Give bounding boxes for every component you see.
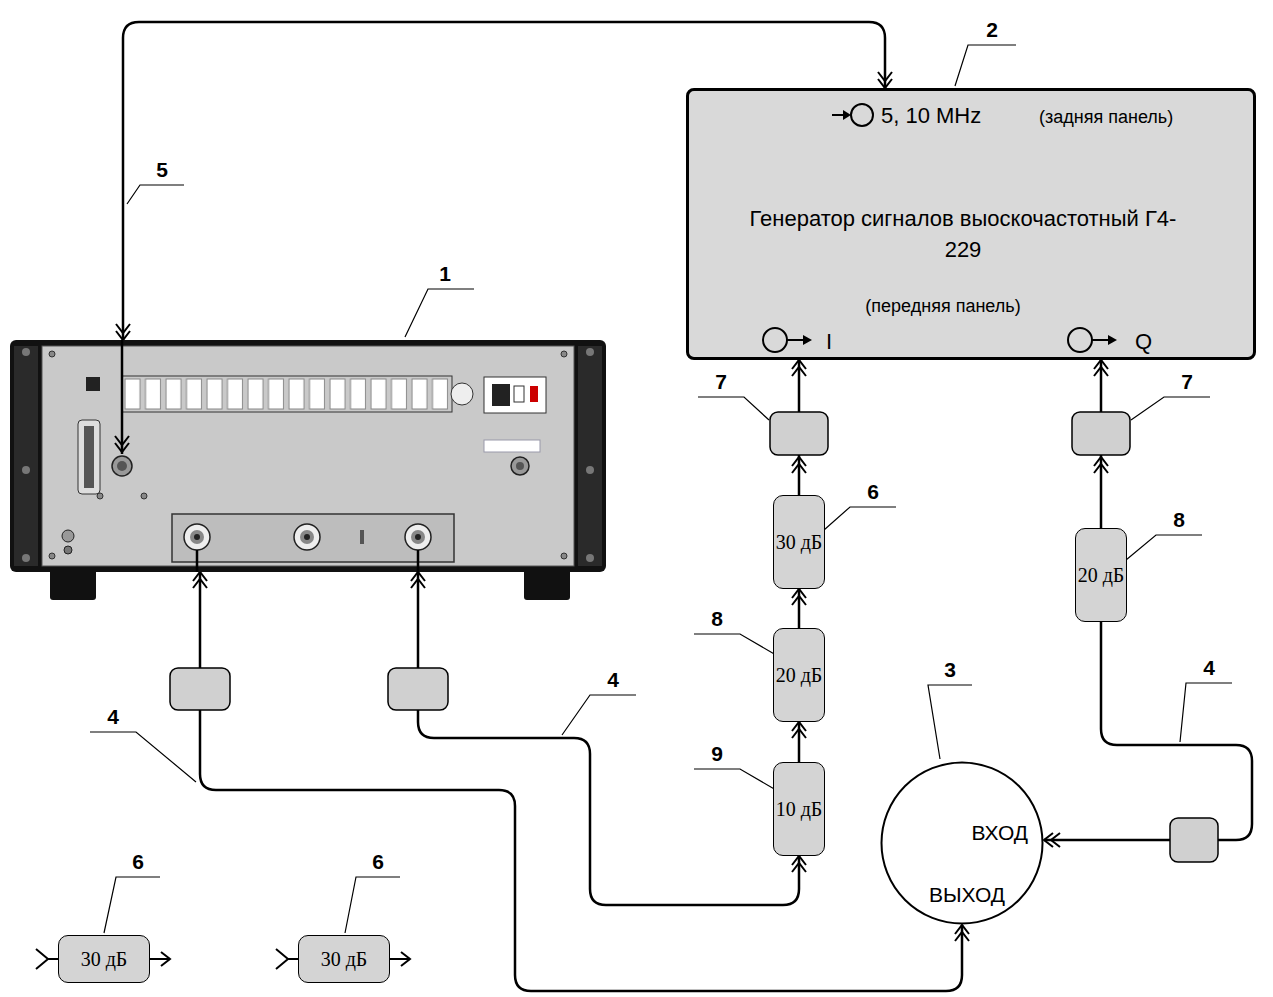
node-text: Q	[1135, 329, 1152, 354]
callout-number: 4	[598, 668, 628, 692]
measuring-device: 1	[10, 340, 606, 572]
cable	[792, 722, 806, 762]
node-text: 30 дБ	[321, 947, 368, 971]
cable-line	[418, 572, 799, 905]
cable-line	[1044, 622, 1252, 840]
callout-number: 1	[430, 262, 460, 286]
spare-attenuator: 30 дБ	[58, 935, 150, 983]
spare-attenuator: 30 дБ	[298, 935, 390, 983]
callout-number: 3	[935, 658, 965, 682]
node-text: 30 дБ	[776, 526, 823, 558]
connector-head	[792, 722, 806, 738]
connector-head	[792, 589, 806, 605]
callout-number: 8	[702, 607, 732, 631]
node-text: Генератор сигналов выоскочастотный Г4-22…	[738, 204, 1188, 266]
callout-number: 6	[123, 850, 153, 874]
connector-head	[792, 360, 806, 376]
node-text: ВЫХОД	[929, 883, 1005, 907]
node-text: 10 дБ	[776, 793, 823, 825]
node-text: 30 дБ	[81, 947, 128, 971]
callout-number: 6	[363, 850, 393, 874]
attenuator: 20 дБ	[1075, 528, 1127, 622]
callout-number: 2	[977, 18, 1007, 42]
cable	[1044, 622, 1252, 847]
connector-head	[411, 572, 425, 588]
node-text: 20 дБ	[1078, 559, 1125, 591]
device-rear-panel	[10, 340, 606, 600]
cable	[792, 589, 806, 628]
node-text: (передняя панель)	[813, 296, 1073, 317]
connector-head	[955, 925, 969, 941]
node-text: 5, 10 MHz	[881, 103, 981, 128]
adapter	[170, 412, 1218, 862]
cable	[193, 572, 969, 991]
connector-head	[792, 856, 806, 872]
callout-number: 5	[147, 158, 177, 182]
node-text: (задняя панель)	[1039, 107, 1173, 128]
callout-number: 7	[706, 370, 736, 394]
cable	[411, 572, 806, 905]
callout-number: 6	[858, 480, 888, 504]
connector-head	[878, 72, 892, 88]
node-text: ВХОД	[972, 821, 1029, 845]
node-text: I	[826, 329, 832, 354]
attenuator: 20 дБ	[773, 628, 825, 722]
attenuator: 30 дБ	[773, 495, 825, 589]
device-under-test: ВХОД ВЫХОД	[880, 761, 1044, 925]
callout-number: 7	[1172, 370, 1202, 394]
connector-head	[116, 324, 130, 340]
connector-head	[193, 572, 207, 588]
connector-head	[1094, 360, 1108, 376]
connector-head	[1044, 833, 1060, 847]
generator-body	[686, 88, 1256, 360]
leader-line	[90, 45, 1232, 933]
cable-line	[200, 572, 962, 991]
callout-number: 4	[98, 705, 128, 729]
callout-number: 4	[1194, 656, 1224, 680]
node-text: 20 дБ	[776, 659, 823, 691]
attenuator: 10 дБ	[773, 762, 825, 856]
callout-number: 9	[702, 742, 732, 766]
callout-number: 8	[1164, 508, 1194, 532]
signal-generator: 5, 10 MHz (задняя панель) Генератор сигнал…	[686, 88, 1256, 360]
connector-symbol	[792, 457, 1108, 473]
